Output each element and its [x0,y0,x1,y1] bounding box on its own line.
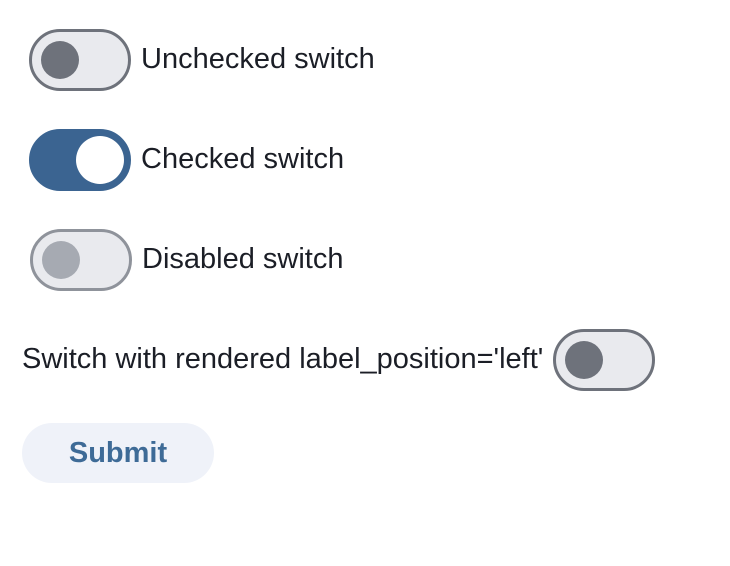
switch-label-left[interactable] [553,328,656,391]
switch-thumb [565,340,604,379]
switch-thumb [42,240,80,279]
switch-thumb [76,135,124,184]
switch-checked[interactable] [29,128,131,191]
switch-label: Checked switch [141,143,345,176]
switch-label: Disabled switch [142,243,344,276]
switch-label: Unchecked switch [141,43,375,76]
switch-row: Disabled switch [30,228,343,291]
switch-row: Switch with rendered label_position='lef… [22,328,656,391]
submit-button[interactable]: Submit [22,423,214,483]
switch-unchecked[interactable] [29,28,131,91]
switch-row: Checked switch [29,128,344,191]
switch-label: Switch with rendered label_position='lef… [22,343,544,376]
switch-row: Unchecked switch [29,28,375,91]
switch-thumb [41,40,79,79]
switch-disabled [30,228,132,291]
